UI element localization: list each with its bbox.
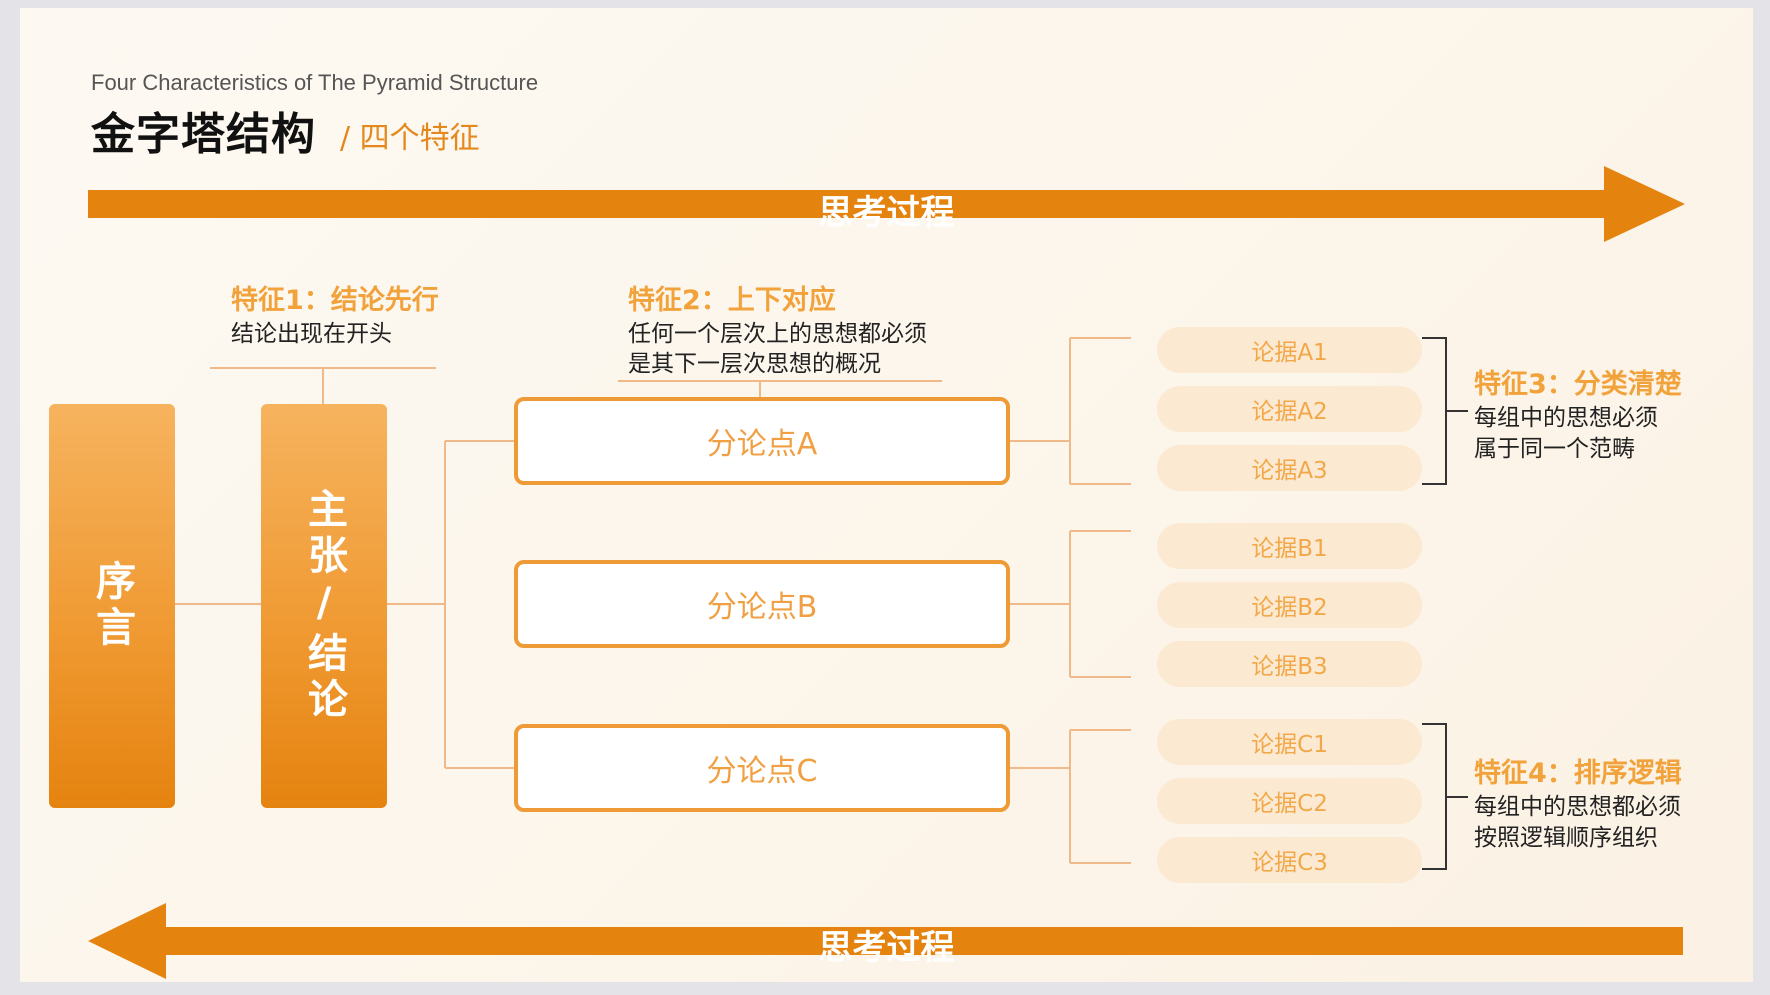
page-title-suffix: / 四个特征 (340, 121, 480, 156)
feature-2-desc-line2: 是其下一层次思想的概况 (628, 351, 881, 377)
feature-3-desc-line2: 属于同一个范畴 (1474, 436, 1635, 462)
feature-1-desc: 结论出现在开头 (231, 321, 392, 347)
feature-2-title: 特征2：上下对应 (628, 285, 836, 316)
preface-bar: 序言 (49, 404, 175, 808)
evidence-c2: 论据C2 (1157, 778, 1422, 824)
evidence-b1: 论据B1 (1157, 523, 1422, 569)
evidence-a3: 论据A3 (1157, 445, 1422, 491)
feature-4-desc-line2: 按照逻辑顺序组织 (1474, 825, 1658, 851)
top-arrow-label: 思考过程 (818, 193, 955, 233)
feature-2-desc-line1: 任何一个层次上的思想都必须 (628, 321, 927, 347)
feature-4-desc-line1: 每组中的思想都必须 (1474, 794, 1681, 820)
point-box-a: 分论点A (514, 397, 1010, 485)
feature-4-title: 特征4：排序逻辑 (1474, 758, 1682, 789)
thinking-arrow-left (88, 903, 1683, 979)
feature-1-title: 特征1：结论先行 (231, 285, 439, 316)
feature-3-title: 特征3：分类清楚 (1474, 369, 1682, 400)
evidence-c1: 论据C1 (1157, 719, 1422, 765)
preface-label: 序言 (89, 560, 135, 652)
conclusion-bar: 主张/结论 (261, 404, 387, 808)
slide: Four Characteristics of The Pyramid Stru… (20, 8, 1753, 982)
evidence-b3: 论据B3 (1157, 641, 1422, 687)
bottom-arrow-label: 思考过程 (818, 928, 955, 968)
point-box-c: 分论点C (514, 724, 1010, 812)
connector-lines (175, 337, 1468, 870)
conclusion-label: 主张/结论 (301, 488, 347, 724)
thinking-arrow-right (88, 166, 1685, 242)
subtitle-en: Four Characteristics of The Pyramid Stru… (91, 70, 539, 95)
page-title: 金字塔结构 (91, 109, 316, 160)
evidence-c3: 论据C3 (1157, 837, 1422, 883)
feature-3-desc-line1: 每组中的思想必须 (1474, 405, 1658, 431)
evidence-b2: 论据B2 (1157, 582, 1422, 628)
point-box-b: 分论点B (514, 560, 1010, 648)
evidence-a1: 论据A1 (1157, 327, 1422, 373)
evidence-a2: 论据A2 (1157, 386, 1422, 432)
